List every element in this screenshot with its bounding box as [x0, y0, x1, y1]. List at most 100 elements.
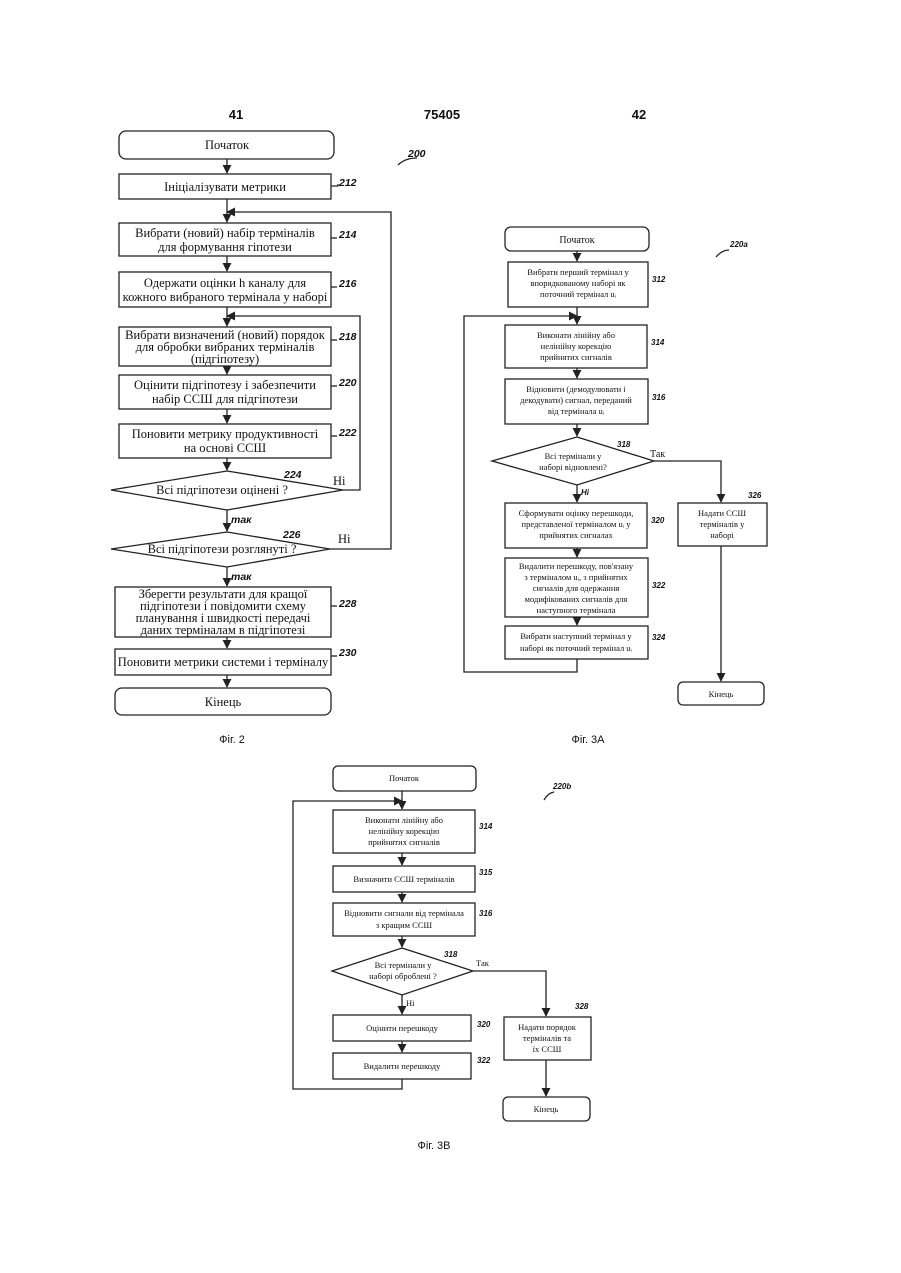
- fig2-step-220: Оцінити підгіпотезу і забезпечити набір …: [119, 375, 357, 409]
- fig2-decision-yes-label: так: [231, 514, 252, 526]
- fig3b-yes-branch: [473, 971, 546, 1016]
- fig3b-decision-text: Всі термінали у: [375, 960, 433, 970]
- fig3a-step-text: прийнятих сигналах: [539, 530, 613, 540]
- fig2-step-214: Вибрати (новий) набір терміналів для фор…: [119, 223, 357, 256]
- fig2-step-230: Поновити метрики системи і терміналу 230: [115, 647, 357, 675]
- fig3a-step-ref: 312: [652, 275, 666, 284]
- right-page-number: 42: [632, 107, 646, 122]
- fig3a-step-text: Вибрати перший термінал у: [527, 267, 629, 277]
- fig2-decision-yes-label: так: [231, 571, 252, 583]
- fig2-step-text: кожного вибраного термінала у наборі: [123, 290, 328, 304]
- patent-number: 75405: [424, 107, 460, 122]
- page-header: 41 75405 42: [229, 107, 646, 122]
- fig3b-decision-text: наборі оброблені ?: [369, 971, 437, 981]
- fig3a-step-ref: 326: [748, 491, 762, 500]
- fig3a-step-text: декодувати) сигнал, переданий: [520, 395, 632, 405]
- fig3a-decision-yes-label: Так: [650, 449, 665, 460]
- fig3b-step-text: їх ССШ: [533, 1044, 562, 1054]
- figure-2: 200 Початок Ініціалізувати метрики 212 В…: [111, 131, 426, 746]
- fig3a-step-text: Вибрати наступний термінал у: [520, 631, 632, 641]
- fig3a-step-text: сигналів для одержання: [533, 583, 620, 593]
- fig3b-step-text: Видалити перешкоду: [364, 1061, 441, 1071]
- fig3b-step-314: Виконати лінійну або нелінійну корекцію …: [333, 810, 493, 853]
- fig3b-step-text: Відновити сигнали від термінала: [344, 908, 464, 918]
- fig3a-step-text: впорядкованому наборі як: [531, 278, 627, 288]
- fig2-start-terminal: Початок: [119, 131, 334, 159]
- fig2-decision-text: Всі підгіпотези оцінені ?: [156, 483, 288, 497]
- fig3b-step-text: прийнятих сигналів: [368, 837, 440, 847]
- fig3a-step-text: від термінала uᵢ: [548, 406, 605, 416]
- fig3a-ref: 220a: [729, 240, 748, 249]
- fig3b-start-label: Початок: [389, 773, 420, 783]
- fig3a-decision-318: Всі термінали у наборі відновлені? 318 Т…: [492, 437, 665, 497]
- fig3a-step-text: Сформувати оцінку перешкоди,: [519, 508, 634, 518]
- fig3a-step-312: Вибрати перший термінал у впорядкованому…: [508, 262, 666, 307]
- fig2-decision-224: Всі підгіпотези оцінені ? 224 Ні так: [111, 469, 346, 526]
- fig3a-step-316: Відновити (демодулювати і декодувати) си…: [505, 379, 666, 424]
- fig2-step-text: Оцінити підгіпотезу і забезпечити: [134, 378, 316, 392]
- fig2-decision-226: Всі підгіпотези розглянуті ? 226 Ні так: [111, 529, 351, 583]
- fig2-end-label: Кінець: [205, 695, 242, 709]
- figure-3b: 220b Початок Виконати лінійну або неліні…: [293, 766, 591, 1152]
- fig3a-yes-branch: [654, 461, 721, 502]
- fig3a-end-label: Кінець: [709, 689, 734, 699]
- fig2-step-ref: 218: [338, 331, 357, 343]
- fig3a-start-terminal: Початок: [505, 227, 649, 251]
- fig2-decision-ref: 226: [282, 529, 301, 541]
- fig3b-caption: Фіг. 3В: [417, 1140, 450, 1152]
- fig3a-step-text: прийнятих сигналів: [540, 352, 612, 362]
- fig3a-end-terminal: Кінець: [678, 682, 764, 705]
- fig3b-step-ref: 322: [477, 1056, 491, 1065]
- fig2-step-ref: 230: [338, 647, 357, 659]
- fig3a-ref-leader: [716, 250, 729, 257]
- fig2-step-216: Одержати оцінки h каналу для кожного виб…: [119, 272, 357, 307]
- fig3a-step-text: Надати ССШ: [698, 508, 747, 518]
- fig3b-step-text: Надати порядок: [518, 1022, 577, 1032]
- fig2-step-222: Поновити метрику продуктивності на основ…: [119, 424, 357, 458]
- fig3a-step-text: Відновити (демодулювати і: [526, 384, 626, 394]
- fig2-caption: Фіг. 2: [219, 734, 245, 746]
- fig3a-step-ref: 324: [652, 633, 666, 642]
- fig3a-step-text: представленої терміналом uᵢ у: [522, 519, 632, 529]
- fig2-step-ref: 220: [338, 377, 357, 389]
- fig2-step-212: Ініціалізувати метрики 212: [119, 174, 357, 199]
- fig3b-decision-318: Всі термінали у наборі оброблені ? 318 Т…: [332, 948, 490, 1008]
- fig3a-step-text: наступного термінала: [537, 605, 616, 615]
- fig3a-step-326: Надати ССШ терміналів у наборі 326: [678, 491, 767, 546]
- fig3a-loop-to-314: [464, 316, 577, 672]
- fig3a-step-ref: 322: [652, 581, 666, 590]
- fig3a-decision-text: Всі термінали у: [545, 451, 603, 461]
- fig3a-step-text: Виконати лінійну або: [537, 330, 615, 340]
- fig2-step-text: для формування гіпотези: [158, 240, 292, 254]
- fig2-step-ref: 228: [338, 598, 357, 610]
- fig2-step-text: Поновити метрики системи і терміналу: [118, 655, 329, 669]
- fig3b-step-ref: 315: [479, 868, 493, 877]
- fig3a-step-314: Виконати лінійну або нелінійну корекцію …: [505, 325, 665, 368]
- fig3b-step-320: Оцінити перешкоду 320: [333, 1015, 491, 1041]
- fig2-step-text: Ініціалізувати метрики: [164, 180, 286, 194]
- fig3b-decision-yes-label: Так: [476, 958, 490, 968]
- fig2-decision-ref: 224: [283, 469, 302, 481]
- fig3a-step-text: з терміналом uᵢ, з прийнятих: [524, 572, 628, 582]
- fig2-step-text: набір ССШ для підгіпотези: [152, 392, 298, 406]
- fig2-step-228: Зберегти результати для кращої підгіпоте…: [115, 587, 357, 637]
- fig3a-step-text: Видалити перешкоду, пов'язану: [519, 561, 634, 571]
- fig2-decision-no-label: Ні: [333, 474, 346, 488]
- fig2-step-ref: 212: [338, 177, 357, 189]
- fig3b-end-terminal: Кінець: [503, 1097, 590, 1121]
- fig3b-end-label: Кінець: [534, 1104, 559, 1114]
- fig3a-step-text: поточний термінал uᵢ: [540, 289, 617, 299]
- fig3a-step-ref: 316: [652, 393, 666, 402]
- fig3b-step-text: Виконати лінійну або: [365, 815, 443, 825]
- fig2-decision-text: Всі підгіпотези розглянуті ?: [148, 542, 297, 556]
- fig2-decision-no-label: Ні: [338, 532, 351, 546]
- fig2-step-text: Поновити метрику продуктивності: [132, 427, 319, 441]
- fig3b-step-text: з кращим ССШ: [376, 920, 433, 930]
- fig3a-step-text: наборі: [710, 530, 734, 540]
- fig2-step-text: Вибрати (новий) набір терміналів: [135, 226, 315, 240]
- fig3b-step-text: Визначити ССШ терміналів: [353, 874, 454, 884]
- fig3a-step-324: Вибрати наступний термінал у наборі як п…: [505, 626, 666, 659]
- fig3b-step-328: Надати порядок терміналів та їх ССШ 328: [504, 1002, 591, 1060]
- fig3a-decision-ref: 318: [617, 440, 631, 449]
